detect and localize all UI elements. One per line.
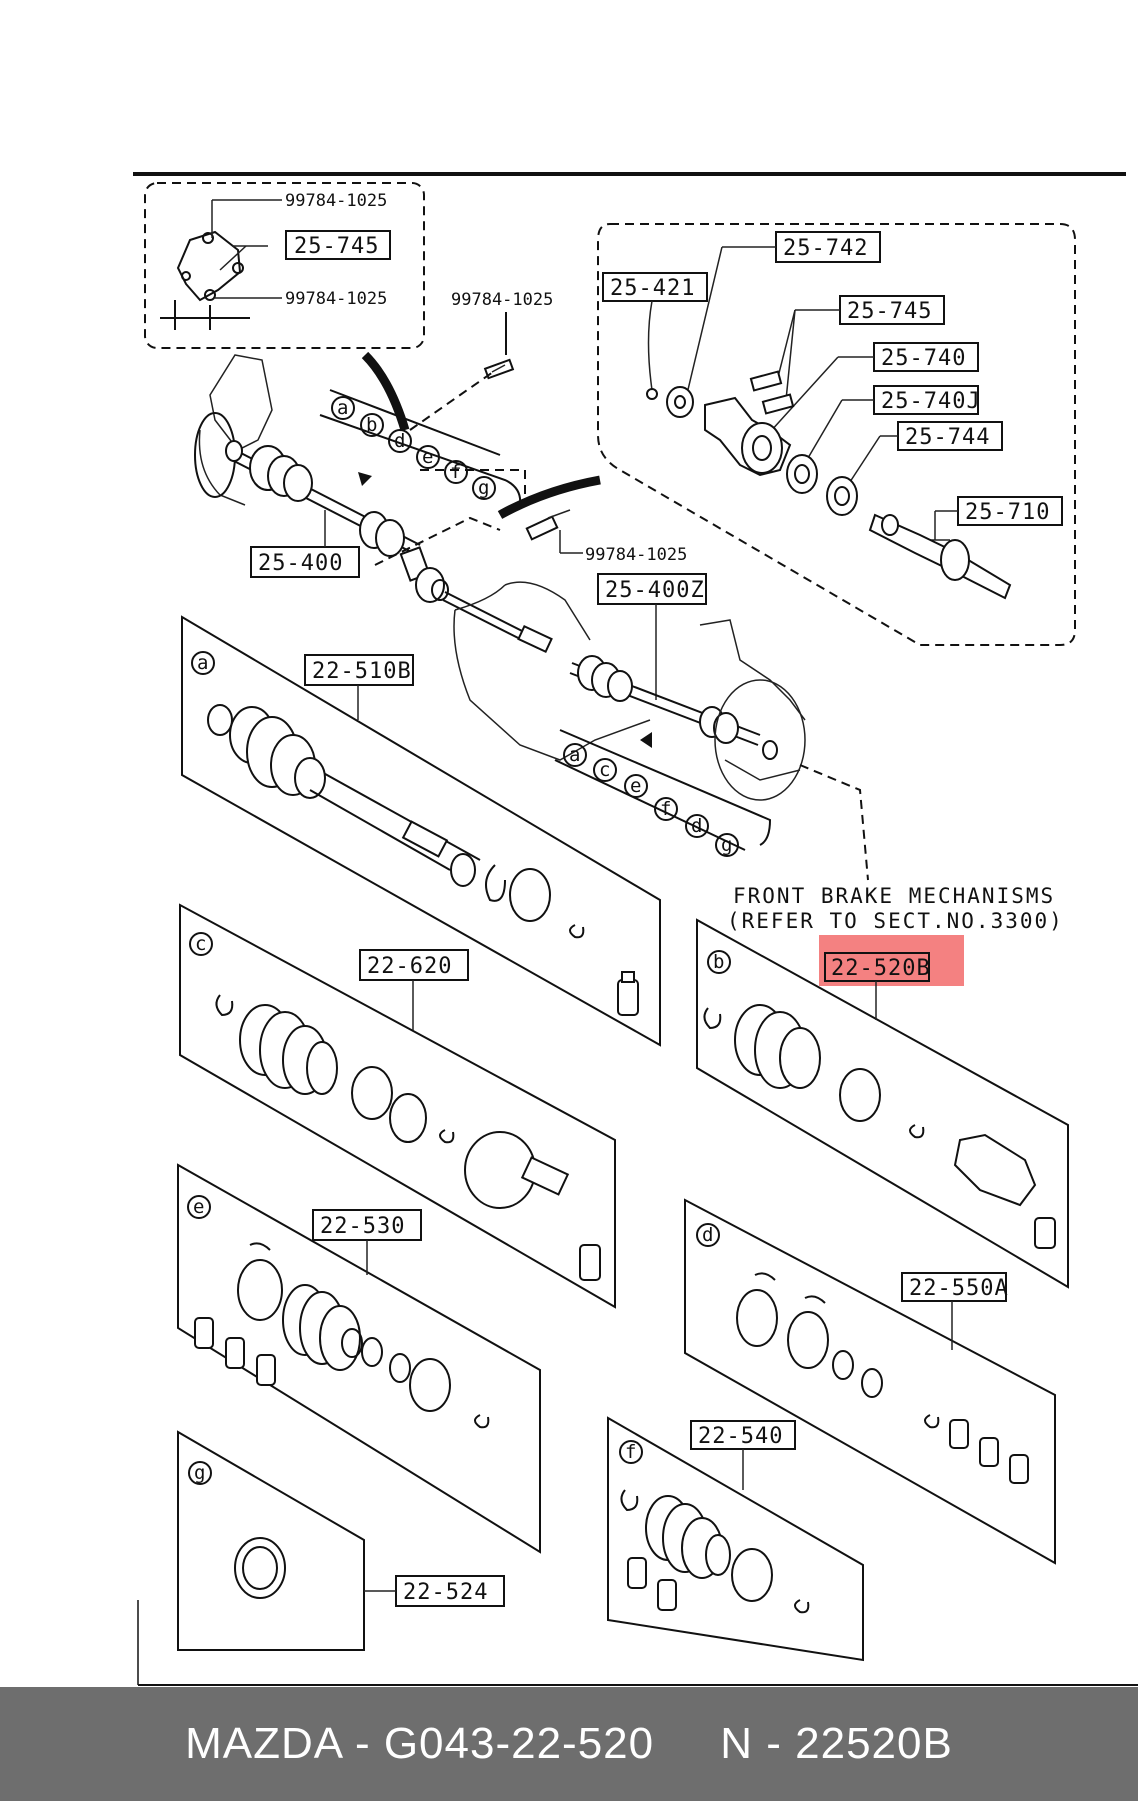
panel-e: e — [177, 1163, 541, 1554]
svg-text:c: c — [195, 933, 206, 955]
part-label-25-400: 25-400 — [250, 546, 360, 578]
footer-part-number: MAZDA - G043-22-520 N - 22520B — [185, 1719, 953, 1768]
svg-text:22-520B: 22-520B — [831, 956, 931, 981]
inset-bracket — [144, 182, 425, 349]
part-label-22-620: 22-620 — [359, 949, 469, 981]
callout-dash — [409, 371, 494, 431]
svg-text:e: e — [422, 446, 433, 468]
svg-text:22-510B: 22-510B — [312, 659, 412, 684]
hose-curve — [361, 351, 410, 432]
svg-text:a: a — [197, 652, 208, 674]
svg-text:22-620: 22-620 — [367, 954, 452, 979]
note-line2: (REFER TO SECT.NO.3300) — [727, 909, 1064, 933]
highlight-22-520B — [819, 935, 964, 986]
svg-text:e: e — [193, 1196, 204, 1218]
part-label-25-710: 25-710 — [957, 496, 1063, 526]
panel-b: b — [696, 918, 1069, 1289]
panel-a: a — [181, 615, 661, 1047]
part-label-25-740: 25-740 — [873, 342, 979, 372]
svg-text:25-710: 25-710 — [965, 500, 1050, 525]
part-label-25-740J: 25-740J — [873, 385, 981, 415]
bolt-icon — [483, 312, 515, 380]
part-label-22-540: 22-540 — [690, 1420, 796, 1450]
part-label-22-510B: 22-510B — [304, 654, 414, 686]
svg-text:22-550A: 22-550A — [909, 1276, 1009, 1301]
callout-letters-upper: a b d e f g — [319, 389, 522, 506]
svg-text:d: d — [702, 1224, 713, 1246]
svg-text:22-530: 22-530 — [320, 1214, 405, 1239]
part-label-22-550A: 22-550A — [901, 1272, 1009, 1302]
svg-text:25-740J: 25-740J — [881, 389, 981, 414]
svg-text:b: b — [713, 951, 724, 973]
engine-outline — [453, 581, 651, 761]
part-label-22-524: 22-524 — [395, 1575, 505, 1607]
panel-d: d — [684, 1198, 1056, 1565]
bolt-label: 99784-1025 — [451, 290, 553, 310]
part-label-25-745: 25-745 — [839, 295, 945, 325]
svg-text:25-744: 25-744 — [905, 425, 990, 450]
svg-text:f: f — [625, 1441, 636, 1463]
footer-bar: MAZDA - G043-22-520 N - 22520B — [0, 1687, 1138, 1801]
svg-text:22-524: 22-524 — [403, 1580, 488, 1605]
part-label-25-745-inset: 25-745 — [285, 230, 391, 260]
svg-text:c: c — [599, 759, 610, 781]
note-line1: FRONT BRAKE MECHANISMS — [733, 884, 1055, 908]
callout-letters-lower: a c e f d g — [554, 729, 772, 857]
part-label-25-744: 25-744 — [897, 421, 1003, 451]
svg-text:e: e — [630, 775, 641, 797]
arrow-icon — [358, 472, 372, 486]
bolt-label: 99784-1025 — [285, 191, 387, 211]
svg-text:25-400: 25-400 — [258, 551, 343, 576]
svg-text:25-745: 25-745 — [294, 234, 379, 259]
right-driveshaft-25-400Z — [569, 655, 778, 760]
panel-g: g — [177, 1430, 365, 1651]
panel-f: f — [607, 1416, 864, 1662]
svg-text:b: b — [366, 414, 377, 436]
svg-text:g: g — [194, 1462, 205, 1484]
hub-group-outline — [597, 223, 1076, 646]
svg-text:g: g — [721, 834, 732, 856]
center-joint — [399, 546, 553, 654]
part-label-25-742: 25-742 — [775, 231, 881, 263]
svg-text:22-540: 22-540 — [698, 1424, 783, 1449]
svg-text:g: g — [478, 477, 489, 499]
part-label-22-520B: 22-520B — [824, 952, 931, 982]
part-label-22-530: 22-530 — [312, 1209, 422, 1241]
svg-text:a: a — [337, 397, 348, 419]
callout-dash — [420, 469, 526, 495]
bolt-label: 99784-1025 — [285, 289, 387, 309]
part-label-25-421: 25-421 — [602, 272, 708, 302]
svg-text:25-745: 25-745 — [847, 299, 932, 324]
hub-parts — [646, 370, 1012, 600]
svg-text:25-421: 25-421 — [610, 276, 695, 301]
svg-text:f: f — [660, 798, 671, 820]
svg-text:f: f — [450, 461, 461, 483]
bolt-label: 99784-1025 — [585, 545, 687, 565]
svg-text:d: d — [691, 815, 702, 837]
arrow-icon — [640, 732, 652, 748]
svg-text:d: d — [394, 430, 405, 452]
bolt-icon — [525, 509, 571, 541]
panel-c: c — [179, 903, 616, 1309]
svg-text:25-400Z: 25-400Z — [605, 578, 705, 603]
svg-text:25-742: 25-742 — [783, 236, 868, 261]
svg-text:25-740: 25-740 — [881, 346, 966, 371]
svg-text:a: a — [569, 744, 580, 766]
left-driveshaft-25-400 — [225, 440, 421, 557]
right-knuckle-rotor — [699, 619, 806, 801]
brake-callout-dash — [799, 764, 869, 881]
part-label-25-400Z: 25-400Z — [597, 573, 707, 605]
hose-curve — [497, 475, 601, 519]
callout-dash — [374, 516, 501, 566]
